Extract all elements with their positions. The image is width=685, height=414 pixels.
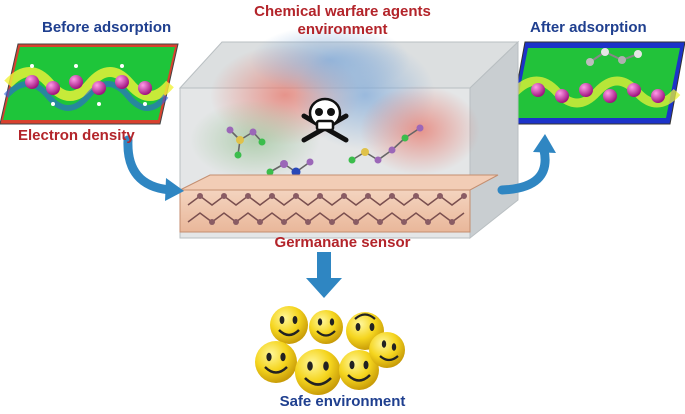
after-adsorption-panel bbox=[509, 41, 685, 125]
arrow-box-to-after bbox=[497, 134, 556, 195]
smiley-face-icon bbox=[255, 341, 297, 383]
environment-title-line1: Chemical warfare agents bbox=[254, 3, 431, 20]
smiley-face-icon bbox=[369, 332, 405, 368]
before-adsorption-panel bbox=[0, 43, 179, 125]
germanium-atom-row-after bbox=[531, 83, 665, 103]
smiley-face-icon bbox=[270, 306, 308, 344]
environment-box bbox=[178, 25, 520, 240]
arrow-before-to-box bbox=[123, 135, 184, 201]
skull-crossbones-icon bbox=[301, 97, 349, 143]
germanane-sensor-slab bbox=[179, 174, 499, 233]
after-adsorption-label: After adsorption bbox=[530, 19, 647, 36]
molecule-left bbox=[226, 126, 266, 159]
safe-environment-smileys bbox=[255, 306, 405, 395]
smiley-face-icon bbox=[295, 349, 341, 395]
arrow-down-to-safe bbox=[306, 252, 342, 298]
germanium-atom-row-before bbox=[25, 75, 152, 95]
environment-title-line2: environment bbox=[297, 21, 388, 38]
smiley-face-icon bbox=[339, 350, 379, 390]
germanane-sensor-label: Germanane sensor bbox=[274, 234, 411, 251]
adsorbed-molecule bbox=[586, 48, 642, 66]
smiley-face-icon bbox=[309, 310, 343, 344]
molecule-center bbox=[266, 158, 314, 190]
electron-density-label: Electron density bbox=[18, 127, 135, 144]
safe-environment-label: Safe environment bbox=[279, 393, 406, 410]
molecule-right bbox=[348, 124, 424, 164]
before-adsorption-label: Before adsorption bbox=[42, 19, 172, 36]
